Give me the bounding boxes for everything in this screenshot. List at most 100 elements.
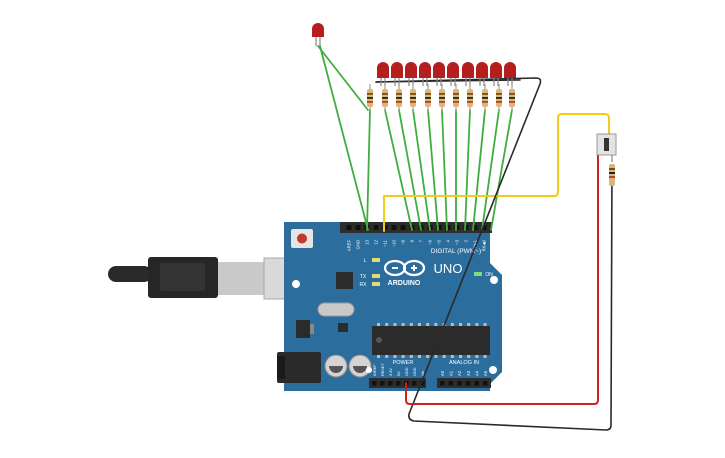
brand-text: ARDUINO — [388, 280, 421, 287]
led-body — [476, 62, 488, 78]
pin-label: ~5 — [437, 239, 442, 244]
header-pin[interactable] — [400, 225, 406, 230]
led-body — [447, 62, 459, 78]
led-single-body — [312, 23, 324, 37]
capacitor-right-mark — [353, 366, 367, 373]
resistor-band — [509, 93, 515, 95]
analog-header-pin[interactable] — [465, 381, 471, 386]
power-header-pin[interactable] — [388, 381, 393, 386]
chip-pin — [418, 323, 421, 326]
resistor-band — [453, 97, 459, 99]
header-pin[interactable] — [373, 225, 379, 230]
resistor-band — [439, 97, 445, 99]
power-label: POWER — [393, 360, 414, 366]
mount-hole — [489, 366, 497, 374]
chip-pin — [483, 355, 487, 358]
pin-label: 2 — [464, 239, 469, 242]
chip-pin — [450, 323, 454, 326]
usb-interface-chip — [336, 272, 353, 289]
analog-header — [437, 378, 491, 388]
pin-label: 4 — [446, 239, 451, 242]
digital-header — [340, 222, 492, 233]
analog-header-pin[interactable] — [457, 381, 462, 386]
analog-pin-label: A2 — [457, 370, 462, 376]
power-header-pin[interactable] — [412, 381, 417, 386]
power-pin-label: IOREF — [373, 364, 377, 376]
analog-header-pin[interactable] — [483, 381, 488, 386]
header-pin[interactable] — [346, 225, 352, 230]
mount-hole — [366, 367, 372, 373]
chip-pin — [442, 355, 446, 358]
pin-label: 7 — [419, 239, 424, 242]
power-pin-label: Vin — [421, 371, 425, 376]
l-led-label: L — [364, 258, 367, 264]
analog-header-pin[interactable] — [474, 381, 479, 386]
header-pin[interactable] — [472, 225, 478, 230]
resistor-band — [496, 93, 502, 95]
power-pin-label: GND — [405, 367, 409, 376]
header-pin[interactable] — [454, 225, 460, 230]
resistor-band — [367, 97, 373, 99]
resistor-band — [367, 93, 373, 95]
wire-green — [427, 109, 439, 231]
voltage-regulator — [296, 320, 310, 338]
chip-pin — [401, 355, 405, 358]
resistor-band — [439, 93, 445, 95]
chip-pin — [426, 355, 430, 358]
resistor-band — [482, 101, 488, 103]
header-pin[interactable] — [355, 225, 361, 230]
chip-notch — [376, 337, 382, 343]
wire-green — [490, 109, 513, 231]
usb-plug-connector — [218, 262, 264, 295]
led-body — [490, 62, 502, 78]
wire-green — [481, 109, 500, 231]
chip-pin — [467, 355, 471, 358]
analog-header-pin[interactable] — [448, 381, 454, 386]
header-pin[interactable] — [436, 225, 442, 230]
wire-green-lone-led-to-gnd — [319, 45, 369, 231]
chip-pin — [393, 323, 397, 326]
rx-led-label: RX — [360, 282, 368, 288]
tx-led — [372, 274, 380, 278]
resistor-band — [609, 176, 615, 178]
resistor-band — [509, 101, 515, 103]
led-body — [462, 62, 474, 78]
pin-label: AREF — [347, 240, 352, 252]
chip-pin — [418, 355, 421, 358]
chip-pin — [377, 355, 380, 358]
pushbutton — [596, 133, 617, 162]
resistor-band — [482, 97, 488, 99]
resistor-band — [425, 93, 431, 95]
header-pin[interactable] — [445, 225, 451, 230]
analog-header-pin[interactable] — [440, 381, 445, 386]
resistor-band — [453, 93, 459, 95]
resistor-band — [496, 101, 502, 103]
resistor-band — [410, 97, 416, 99]
chip-pin — [393, 355, 397, 358]
power-header-pin[interactable] — [380, 381, 385, 386]
led-body — [433, 62, 445, 78]
power-header-pin[interactable] — [396, 381, 401, 386]
power-pin-label: RESET — [381, 363, 385, 376]
pin-label: ~10 — [392, 239, 397, 247]
chip-pin — [450, 355, 454, 358]
wire-green — [384, 109, 413, 231]
chip-pin — [385, 355, 389, 358]
led-array — [377, 62, 516, 86]
wire-green — [441, 109, 448, 231]
power-header-pin[interactable] — [420, 381, 425, 386]
logo-minus — [392, 267, 398, 269]
resistor-band — [367, 101, 373, 103]
analog-in-label: ANALOG IN — [449, 360, 479, 366]
header-pin[interactable] — [481, 225, 487, 230]
pin-label: ~3 — [455, 239, 460, 244]
pin-label: ~9 — [401, 239, 406, 244]
chip-pin — [475, 323, 479, 326]
power-header-pin[interactable] — [372, 381, 377, 386]
header-pin[interactable] — [391, 225, 397, 230]
resistor-band — [467, 93, 473, 95]
wires — [317, 45, 613, 431]
resistor-band — [396, 101, 402, 103]
pin-label: ~11 — [383, 239, 388, 246]
model-text: UNO — [434, 261, 463, 276]
